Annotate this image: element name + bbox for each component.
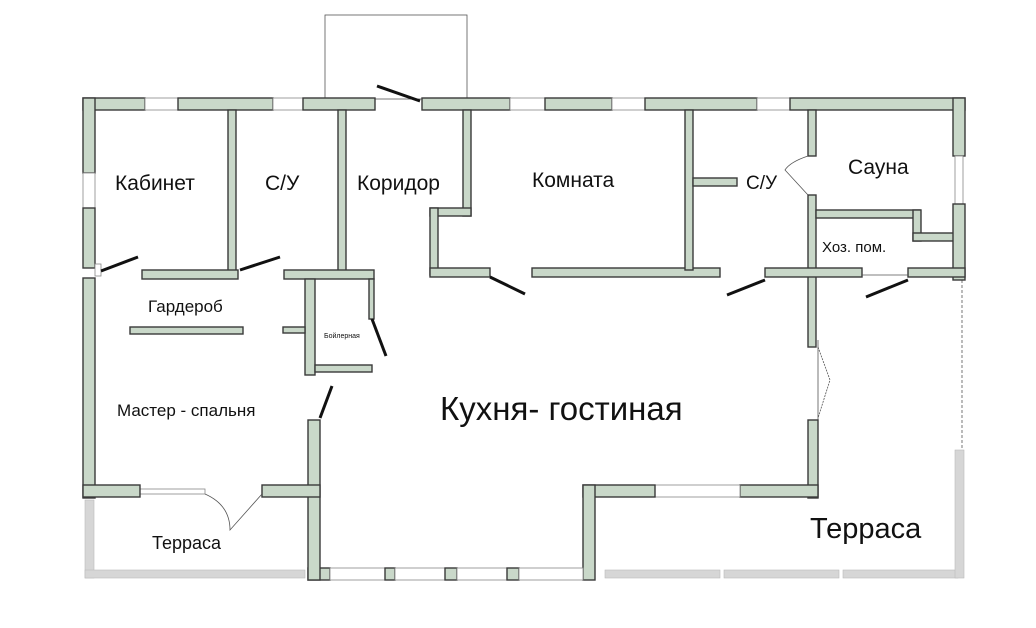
room-label-utility: Хоз. пом. xyxy=(822,239,887,256)
room-label-bathroom-2: С/У xyxy=(746,173,778,194)
room-label-room: Комната xyxy=(532,169,615,192)
terrace-outlines xyxy=(84,280,965,579)
room-label-boiler: Бойлерная xyxy=(324,333,360,340)
room-label-terrace-large: Терраса xyxy=(810,513,922,545)
room-label-wardrobe: Гардероб xyxy=(148,297,223,316)
room-label-kitchen-living: Кухня- гостиная xyxy=(440,390,683,427)
room-label-bathroom-1: С/У xyxy=(265,172,300,195)
room-label-terrace-small: Терраса xyxy=(152,533,222,553)
room-label-sauna: Сауна xyxy=(848,156,909,179)
doors xyxy=(100,84,909,532)
room-label-cabinet: Кабинет xyxy=(115,172,195,195)
walls xyxy=(82,97,966,581)
room-label-master-bedroom: Мастер - спальня xyxy=(117,401,256,420)
porch-outline xyxy=(324,14,468,100)
room-label-corridor: Коридор xyxy=(357,172,440,195)
